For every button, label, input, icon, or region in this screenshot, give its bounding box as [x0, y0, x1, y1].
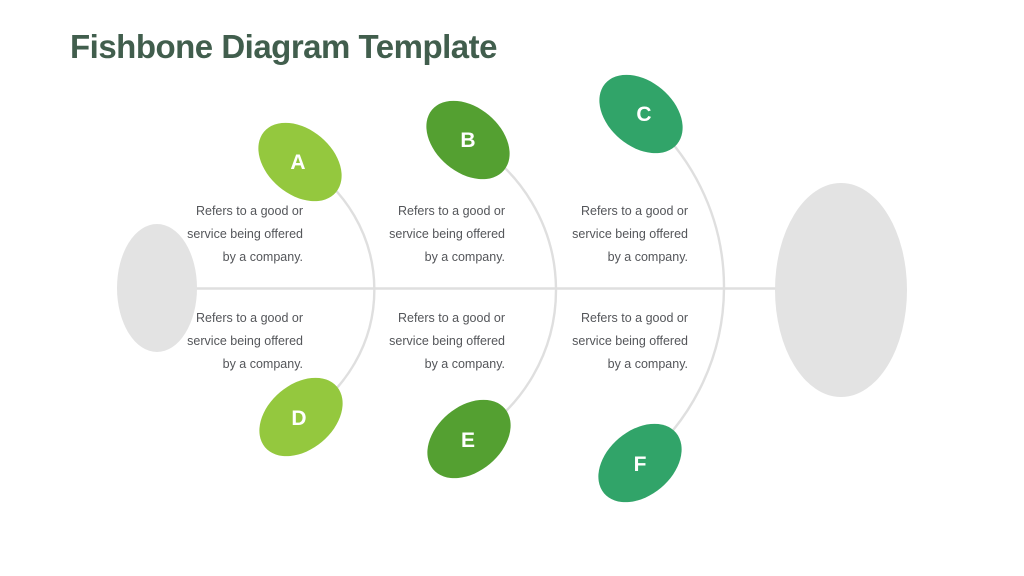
head-ellipse: [775, 183, 907, 397]
branch-label-f: F: [634, 453, 647, 476]
description-line: Refers to a good or: [195, 311, 303, 325]
branch-ellipse-b: [426, 100, 510, 180]
branch-label-c: C: [636, 103, 651, 126]
description-line: by a company.: [222, 357, 303, 371]
branch-label-e: E: [461, 429, 475, 452]
branch-description-d: Refers to a good or service being offere…: [143, 307, 303, 376]
branch-ellipse-f: [598, 423, 682, 503]
rib-arc-b-e: [466, 138, 558, 441]
branch-ellipse-e: [427, 399, 511, 479]
branch-label-d: D: [291, 407, 306, 430]
branch-ellipse-d: [259, 377, 343, 457]
description-line: Refers to a good or: [580, 204, 688, 218]
description-line: service being offered: [572, 227, 688, 241]
branch-label-b: B: [460, 129, 475, 152]
page-title: Fishbone Diagram Template: [70, 28, 497, 65]
description-line: Refers to a good or: [397, 311, 505, 325]
rib-arc-c-f: [639, 112, 726, 464]
description-line: service being offered: [572, 334, 688, 348]
branch-description-a: Refers to a good or service being offere…: [143, 200, 303, 269]
description-line: by a company.: [424, 357, 505, 371]
description-line: service being offered: [187, 227, 303, 241]
description-line: Refers to a good or: [580, 311, 688, 325]
description-line: service being offered: [389, 334, 505, 348]
branch-ellipse-a: [258, 122, 342, 202]
tail-ellipse: [117, 224, 197, 352]
description-line: Refers to a good or: [397, 204, 505, 218]
branch-description-c: Refers to a good or service being offere…: [528, 200, 688, 269]
branch-label-a: A: [290, 151, 305, 174]
branch-description-b: Refers to a good or service being offere…: [345, 200, 505, 269]
description-line: Refers to a good or: [195, 204, 303, 218]
branch-description-e: Refers to a good or service being offere…: [345, 307, 505, 376]
description-line: service being offered: [187, 334, 303, 348]
description-line: by a company.: [424, 250, 505, 264]
description-line: by a company.: [222, 250, 303, 264]
branch-ellipse-c: [599, 74, 683, 154]
branch-description-f: Refers to a good or service being offere…: [528, 307, 688, 376]
description-line: service being offered: [389, 227, 505, 241]
description-line: by a company.: [607, 357, 688, 371]
description-line: by a company.: [607, 250, 688, 264]
